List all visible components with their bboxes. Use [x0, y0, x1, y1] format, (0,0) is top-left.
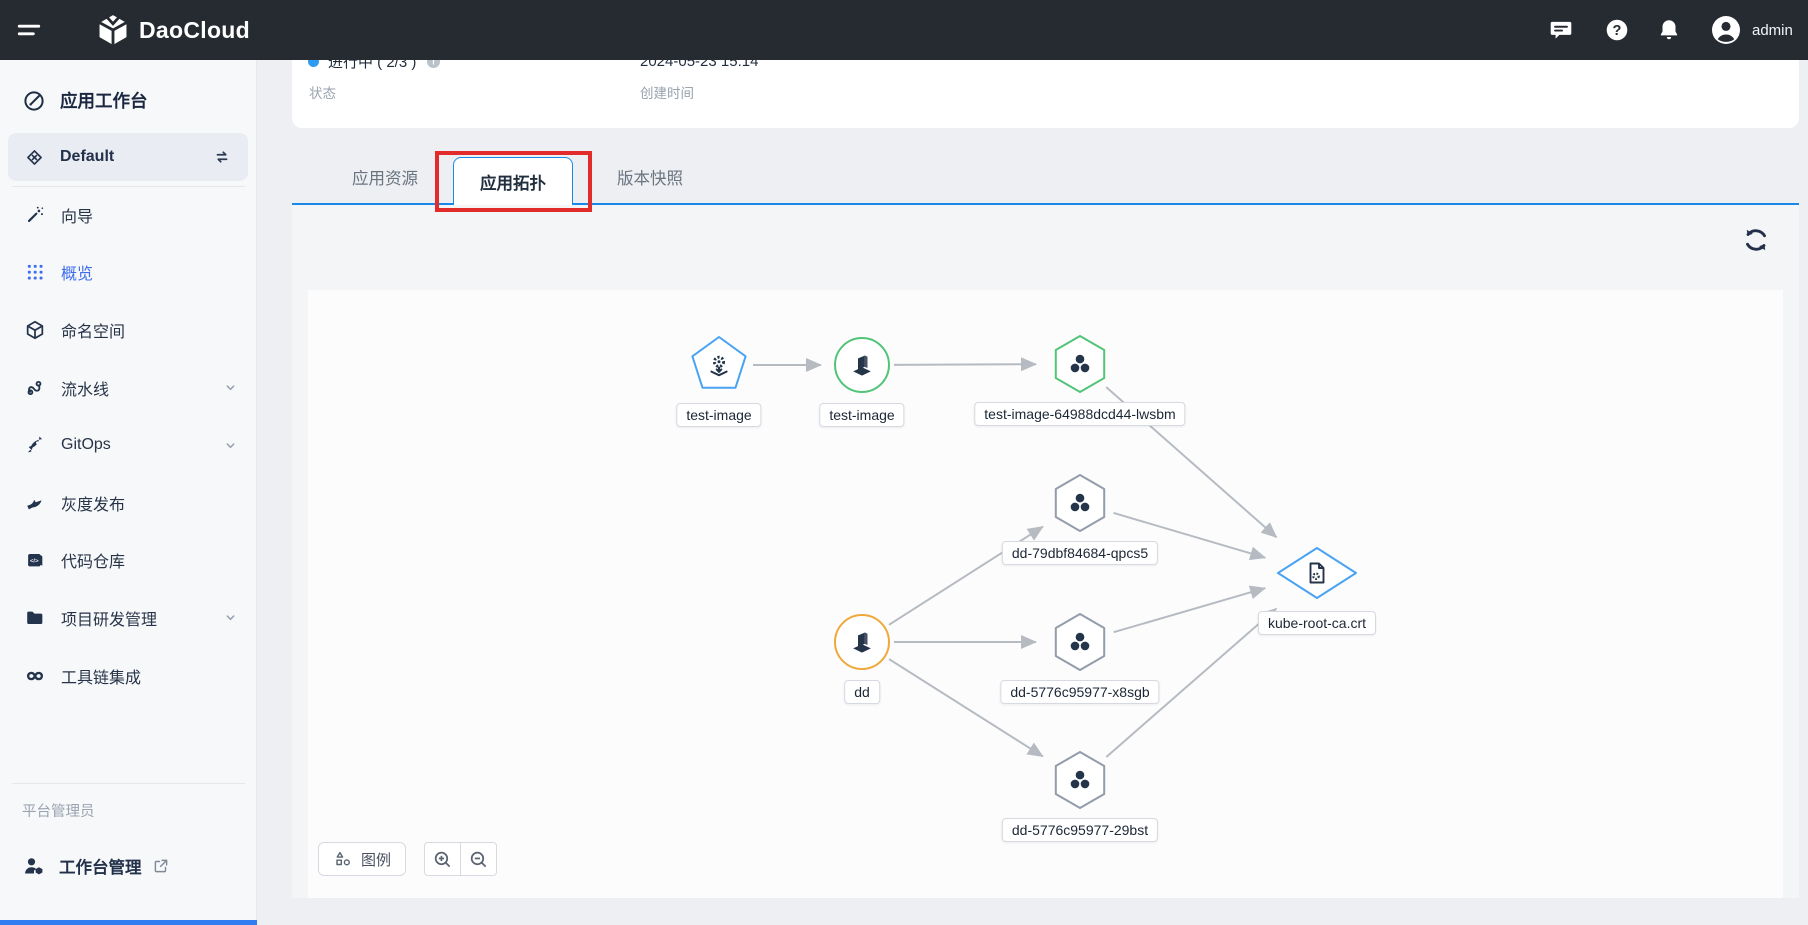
- swap-icon[interactable]: [212, 147, 232, 167]
- refresh-icon[interactable]: [1741, 225, 1771, 255]
- sidebar-item-namespaces[interactable]: 命名空间: [0, 301, 257, 359]
- folder-icon: [24, 607, 46, 629]
- infinity-icon: [24, 665, 46, 687]
- topo-node-pod-dd-x8sgb[interactable]: [1056, 614, 1104, 670]
- topo-node-pod-test-image[interactable]: [1056, 336, 1104, 392]
- zoom-controls: [424, 842, 497, 876]
- workbench-icon: [22, 89, 46, 113]
- help-icon[interactable]: ?: [1604, 0, 1630, 60]
- created-time-label: 创建时间: [640, 82, 694, 102]
- sidebar-item-label: 流水线: [61, 376, 109, 400]
- sidebar-item-label: 工作台管理: [59, 854, 142, 878]
- sidebar-item-label: 代码仓库: [61, 548, 125, 572]
- chat-icon[interactable]: [1548, 0, 1574, 60]
- tab-app-topology[interactable]: 应用拓扑: [453, 157, 573, 205]
- legend-label: 图例: [361, 849, 391, 870]
- topo-edge: [889, 659, 1043, 756]
- avatar-icon: [1710, 14, 1742, 46]
- zoom-out-icon: [468, 849, 489, 870]
- rocket-icon: [24, 434, 46, 456]
- legend-button[interactable]: 图例: [318, 842, 406, 876]
- svg-text:</>: </>: [30, 559, 39, 565]
- svg-text:?: ?: [1613, 23, 1622, 39]
- chevron-down-icon: [222, 609, 239, 626]
- top-header: DaoCloud ? admin: [0, 0, 1808, 60]
- sidebar-title: 应用工作台: [22, 88, 148, 113]
- status-label: 状态: [309, 82, 336, 102]
- chevron-down-icon: [222, 437, 239, 454]
- sidebar-item-toolchain[interactable]: 工具链集成: [0, 647, 257, 705]
- sidebar-item-label: 概览: [61, 260, 93, 284]
- wand-icon: [24, 204, 46, 226]
- bell-icon[interactable]: [1656, 0, 1682, 60]
- sidebar-item-label: 灰度发布: [61, 491, 125, 515]
- tab-bar: 应用资源应用拓扑版本快照: [292, 150, 1799, 205]
- topology-panel: test-image test-image test-image-64988dcd4…: [292, 205, 1799, 898]
- tab-app-resources[interactable]: 应用资源: [330, 150, 440, 203]
- topo-node-deploy-dd[interactable]: [835, 615, 889, 669]
- external-link-icon: [152, 857, 170, 875]
- sidebar-item-label: 命名空间: [61, 318, 125, 342]
- pipeline-icon: [24, 377, 46, 399]
- cube-icon: [24, 319, 46, 341]
- hamburger-icon[interactable]: [16, 17, 42, 43]
- workspace-selector[interactable]: Default: [8, 133, 248, 181]
- topo-node-deploy-test-image[interactable]: [835, 338, 889, 392]
- sidebar-item-project-management[interactable]: 项目研发管理: [0, 589, 257, 647]
- username[interactable]: admin: [1752, 0, 1793, 60]
- topo-node-label-pod-test-image[interactable]: test-image-64988dcd44-lwsbm: [974, 402, 1185, 426]
- topo-node-label-deploy-dd[interactable]: dd: [844, 680, 880, 704]
- topo-node-label-pod-dd-qpcs5[interactable]: dd-79dbf84684-qpcs5: [1002, 541, 1158, 565]
- sidebar-title-label: 应用工作台: [60, 88, 148, 113]
- zoom-in-icon: [432, 849, 453, 870]
- zoom-in-button[interactable]: [424, 842, 461, 876]
- legend-icon: [333, 849, 353, 869]
- sidebar-item-code-repos[interactable]: </> 代码仓库: [0, 532, 257, 590]
- topo-node-helm-test-image[interactable]: [692, 337, 745, 388]
- sidebar-item-workbench-management[interactable]: 工作台管理: [0, 838, 257, 894]
- sidebar-item-label: 向导: [61, 203, 93, 227]
- sidebar-divider: [12, 783, 245, 784]
- sidebar-item-gray-release[interactable]: 灰度发布: [0, 474, 257, 532]
- repo-icon: </>: [24, 549, 46, 571]
- daocloud-logo[interactable]: DaoCloud: [96, 13, 250, 47]
- workspace-icon: [24, 147, 45, 168]
- workspace-name: Default: [60, 148, 114, 166]
- admin-user-icon: [22, 854, 46, 878]
- sidebar-item-gitops[interactable]: GitOps: [0, 416, 257, 474]
- topo-node-pod-dd-29bst[interactable]: [1056, 752, 1104, 808]
- chevron-down-icon: [222, 379, 239, 396]
- avatar[interactable]: [1710, 0, 1742, 60]
- sidebar-section-label: 平台管理员: [22, 800, 95, 821]
- sidebar-item-pipelines[interactable]: 流水线: [0, 359, 257, 417]
- bottom-accent-bar: [0, 920, 257, 925]
- grid-icon: [24, 261, 46, 283]
- sidebar-item-label: GitOps: [61, 436, 111, 454]
- topo-node-label-helm-test-image[interactable]: test-image: [676, 403, 761, 427]
- sidebar-item-label: 工具链集成: [61, 664, 141, 688]
- topo-node-label-pod-dd-x8sgb[interactable]: dd-5776c95977-x8sgb: [1000, 680, 1159, 704]
- sidebar-item-wizard[interactable]: 向导: [0, 186, 257, 244]
- topo-edge: [1114, 588, 1266, 632]
- sidebar: 应用工作台 Default 向导概览命名空间流水线 GitOps 灰度发布 </> 代码…: [0, 60, 257, 925]
- topo-node-pod-dd-qpcs5[interactable]: [1056, 475, 1104, 531]
- sidebar-menu: 向导概览命名空间流水线 GitOps 灰度发布 </> 代码仓库项目研发管理工具链集成: [0, 186, 257, 704]
- topo-node-label-pod-dd-29bst[interactable]: dd-5776c95977-29bst: [1002, 818, 1158, 842]
- sidebar-item-overview[interactable]: 概览: [0, 244, 257, 302]
- sidebar-item-label: 项目研发管理: [61, 606, 157, 630]
- daocloud-logo-icon: [96, 13, 130, 47]
- tab-version-snapshots[interactable]: 版本快照: [595, 150, 705, 203]
- topo-node-cm-kube-root-ca[interactable]: [1278, 548, 1356, 598]
- topo-node-label-deploy-test-image[interactable]: test-image: [819, 403, 904, 427]
- topo-node-label-cm-kube-root-ca[interactable]: kube-root-ca.crt: [1258, 611, 1376, 635]
- zoom-out-button[interactable]: [460, 842, 497, 876]
- brand-name: DaoCloud: [139, 17, 250, 44]
- bird-icon: [24, 492, 46, 514]
- topo-edge: [894, 364, 1036, 365]
